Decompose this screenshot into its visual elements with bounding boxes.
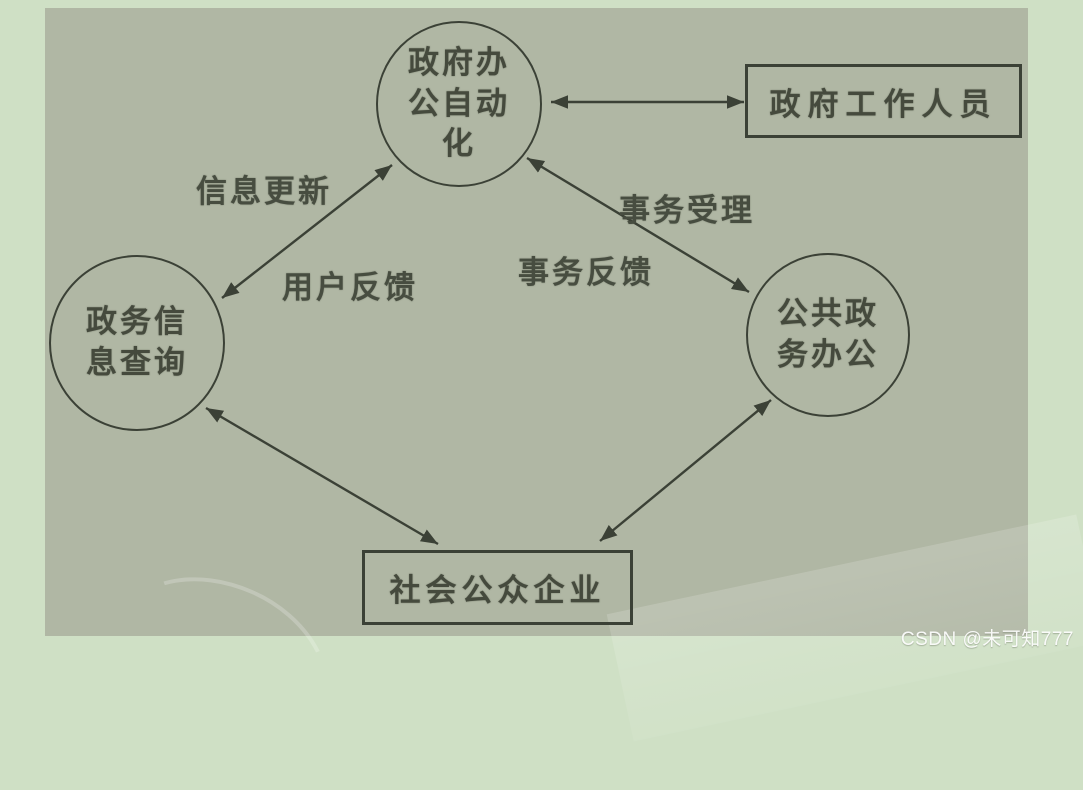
edge-label-info-update: 信息更新 [196, 174, 332, 209]
node-public-affairs-office: 公共政 务办公 [746, 253, 910, 417]
node-government-info-query: 政务信 息查询 [49, 255, 225, 431]
node-label-line: 化 [442, 126, 476, 162]
node-label-line: 公自动 [408, 85, 510, 121]
edge-label-affair-accept: 事务受理 [619, 193, 755, 228]
scan-light-arc [80, 543, 358, 790]
node-government-staff: 政府工作人员 [745, 64, 1022, 138]
node-label-line: 务办公 [777, 337, 879, 372]
edge-label-affair-feedback: 事务反馈 [518, 255, 654, 290]
node-label-line: 政府办 [408, 44, 510, 80]
edge-label-user-feedback: 用户反馈 [282, 270, 418, 305]
node-label-line: 政务信 [86, 304, 188, 340]
node-society-public-enterprise: 社会公众企业 [362, 550, 633, 625]
diagram-canvas: { "diagram": { "nodes": { "oa": { "shape… [45, 8, 1083, 790]
watermark: CSDN @未可知777 [900, 629, 1074, 650]
node-label-line: 息查询 [86, 345, 188, 380]
node-label: 政府工作人员 [769, 86, 998, 122]
node-government-office-automation: 政府办 公自动 化 [376, 21, 542, 187]
node-label-line: 公共政 [777, 296, 879, 332]
node-label: 社会公众企业 [389, 573, 606, 608]
